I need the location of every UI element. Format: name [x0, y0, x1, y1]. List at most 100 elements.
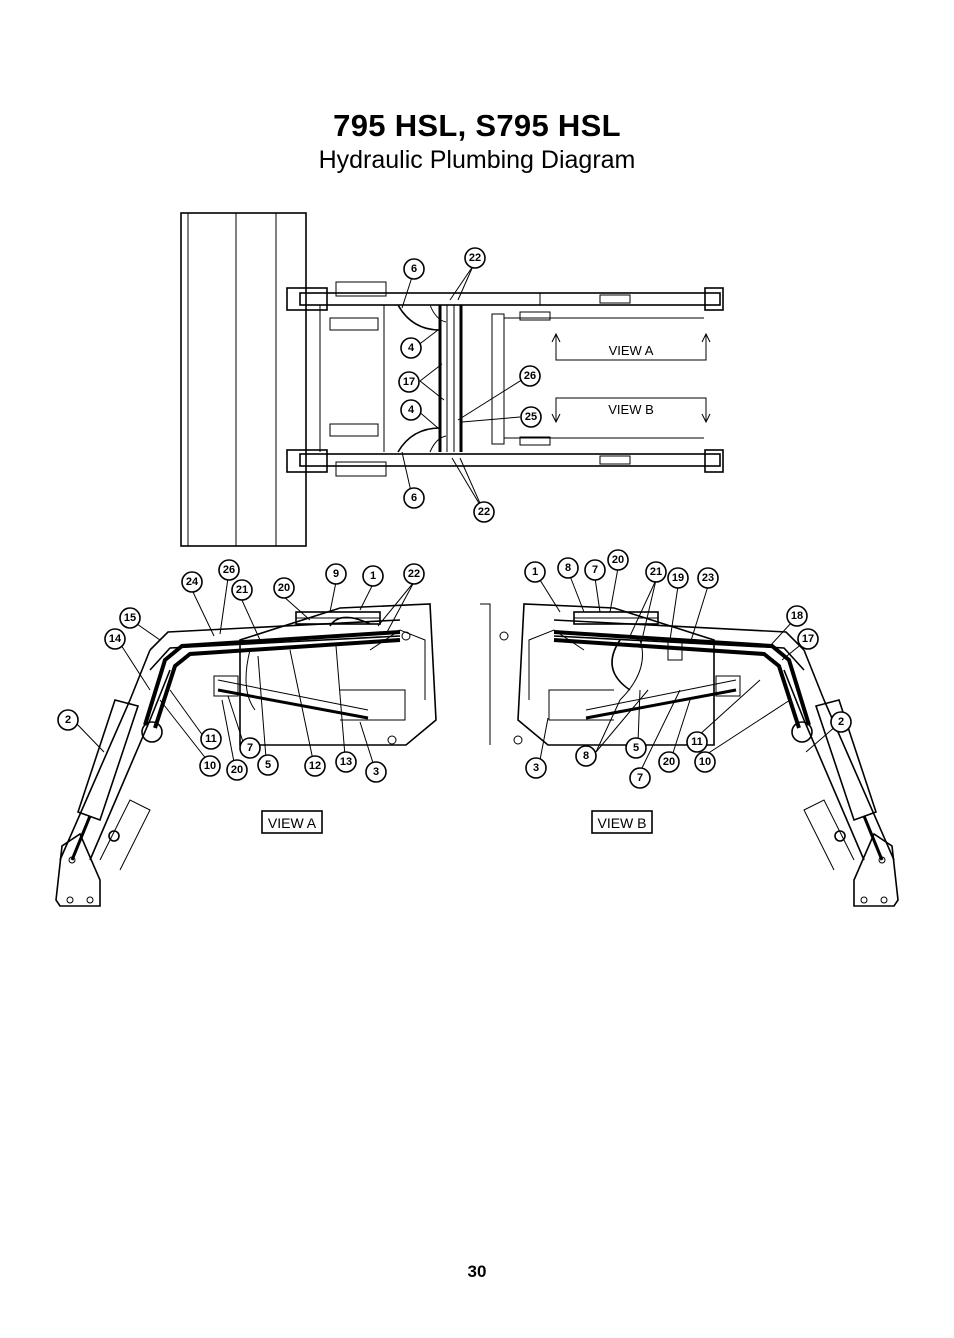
callout-22: 22: [464, 247, 486, 269]
svg-text:17: 17: [802, 633, 814, 645]
callout-2: 2: [57, 709, 79, 731]
svg-text:24: 24: [186, 576, 199, 588]
callout-17: 17: [398, 371, 420, 393]
svg-text:7: 7: [637, 772, 643, 784]
callout-8: 8: [557, 557, 579, 579]
callout-26: 26: [519, 365, 541, 387]
callout-5: 5: [257, 754, 279, 776]
svg-text:5: 5: [265, 759, 271, 771]
callout-17: 17: [797, 628, 819, 650]
view-b-callouts: 1 8 7 20 21 19 23 18 17 2 11 10 20 7 5 8…: [524, 549, 852, 789]
svg-text:22: 22: [469, 252, 481, 264]
svg-text:11: 11: [691, 736, 703, 748]
svg-text:4: 4: [408, 342, 415, 354]
callout-7-lower: 7: [629, 767, 651, 789]
callout-23: 23: [697, 567, 719, 589]
callout-9: 9: [325, 563, 347, 585]
svg-text:22: 22: [478, 506, 490, 518]
svg-text:2: 2: [838, 716, 844, 728]
callout-11: 11: [686, 731, 708, 753]
callout-8-lower: 8: [575, 745, 597, 767]
bucket-outline: [180, 212, 307, 547]
callout-1: 1: [524, 561, 546, 583]
svg-text:6: 6: [411, 263, 417, 275]
callout-19: 19: [667, 567, 689, 589]
top-view: VIEW A VIEW B 6 22 4 17 26 4 25 6 22: [180, 212, 724, 547]
svg-text:5: 5: [633, 742, 639, 754]
callout-7: 7: [239, 737, 261, 759]
callout-1: 1: [362, 565, 384, 587]
view-b-drawing: 1 8 7 20 21 19 23 18 17 2 11 10 20 7 5 8…: [480, 549, 899, 907]
callout-20-lower: 20: [658, 751, 680, 773]
svg-text:3: 3: [373, 766, 379, 778]
callout-10: 10: [694, 751, 716, 773]
callout-21: 21: [231, 579, 253, 601]
svg-text:8: 8: [565, 562, 571, 574]
svg-text:2: 2: [65, 714, 71, 726]
svg-text:3: 3: [533, 762, 539, 774]
callout-26: 26: [218, 559, 240, 581]
svg-text:9: 9: [333, 568, 339, 580]
view-a-box: [261, 810, 323, 834]
svg-text:18: 18: [791, 610, 803, 622]
callout-22: 22: [403, 563, 425, 585]
callout-13: 13: [335, 751, 357, 773]
svg-text:11: 11: [205, 733, 217, 745]
callout-6: 6: [403, 258, 425, 280]
svg-text:25: 25: [525, 411, 537, 423]
callout-4-lower: 4: [400, 399, 422, 421]
view-a-label: VIEW A: [268, 815, 317, 831]
callout-3: 3: [525, 757, 547, 779]
svg-text:10: 10: [699, 756, 711, 768]
svg-text:26: 26: [524, 370, 536, 382]
page-title: 795 HSL, S795 HSL: [333, 108, 621, 143]
svg-text:23: 23: [702, 572, 714, 584]
page-subtitle: Hydraulic Plumbing Diagram: [318, 146, 636, 174]
callout-18: 18: [786, 605, 808, 627]
svg-text:21: 21: [650, 566, 662, 578]
callout-20: 20: [607, 549, 629, 571]
svg-text:15: 15: [124, 612, 136, 624]
callout-25: 25: [520, 406, 542, 428]
callout-24: 24: [181, 571, 203, 593]
callout-14: 14: [104, 628, 126, 650]
callout-12: 12: [304, 755, 326, 777]
callout-6-lower: 6: [403, 487, 425, 509]
svg-text:20: 20: [278, 582, 290, 594]
view-b-box: [591, 810, 653, 834]
top-callouts: 6 22 4 17 26 4 25 6 22: [398, 247, 542, 523]
view-b-label: VIEW B: [597, 815, 646, 831]
lower-arm: [299, 453, 721, 467]
callout-22-lower: 22: [473, 501, 495, 523]
svg-text:20: 20: [663, 756, 675, 768]
page-number: 30: [467, 1262, 487, 1281]
svg-text:26: 26: [223, 564, 235, 576]
svg-text:17: 17: [403, 376, 415, 388]
view-b-indicator-label: VIEW B: [608, 402, 654, 417]
callout-5: 5: [625, 737, 647, 759]
svg-text:22: 22: [408, 568, 420, 580]
callout-4: 4: [400, 337, 422, 359]
svg-text:12: 12: [309, 760, 321, 772]
svg-text:8: 8: [583, 750, 589, 762]
svg-text:1: 1: [370, 570, 376, 582]
svg-text:1: 1: [532, 566, 538, 578]
svg-text:13: 13: [340, 756, 352, 768]
svg-text:21: 21: [236, 584, 248, 596]
svg-text:6: 6: [411, 492, 417, 504]
callout-2: 2: [830, 711, 852, 733]
callout-3: 3: [365, 761, 387, 783]
svg-text:7: 7: [592, 564, 598, 576]
callout-15: 15: [119, 607, 141, 629]
upper-arm: [299, 292, 721, 306]
svg-text:20: 20: [231, 764, 243, 776]
view-a-indicator-label: VIEW A: [609, 343, 654, 358]
callout-20: 20: [273, 577, 295, 599]
view-a-drawing: 24 26 21 20 9 1 22 15 14 2 11 7 10 20 5 …: [55, 559, 437, 907]
callout-20-lower: 20: [226, 759, 248, 781]
svg-text:10: 10: [204, 760, 216, 772]
callout-10: 10: [199, 755, 221, 777]
svg-text:14: 14: [109, 633, 122, 645]
callout-11: 11: [200, 728, 222, 750]
